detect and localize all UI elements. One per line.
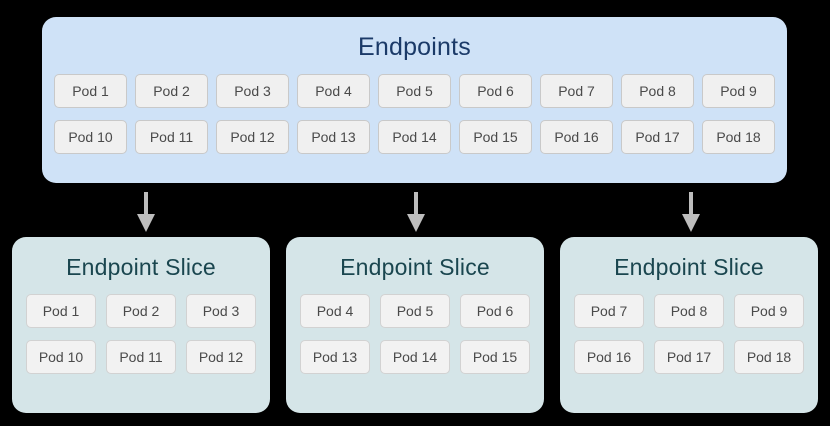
endpoint-slice-pod: Pod 8: [654, 294, 724, 328]
endpoint-slice-title: Endpoint Slice: [614, 254, 764, 280]
endpoint-slice-pod-row: Pod 10 Pod 11 Pod 12: [26, 340, 256, 374]
endpoint-slice-1: Endpoint Slice Pod 1 Pod 2 Pod 3 Pod 10 …: [12, 237, 270, 413]
endpoints-pod-row: Pod 10 Pod 11 Pod 12 Pod 13 Pod 14 Pod 1…: [54, 120, 775, 154]
endpoints-pod: Pod 15: [459, 120, 532, 154]
endpoints-pod-grid: Pod 1 Pod 2 Pod 3 Pod 4 Pod 5 Pod 6 Pod …: [42, 74, 787, 154]
arrow-head: [682, 214, 700, 232]
endpoints-pod: Pod 18: [702, 120, 775, 154]
endpoints-pod: Pod 3: [216, 74, 289, 108]
endpoints-pod: Pod 6: [459, 74, 532, 108]
endpoints-pod: Pod 16: [540, 120, 613, 154]
endpoint-slice-pod-grid: Pod 1 Pod 2 Pod 3 Pod 10 Pod 11 Pod 12: [12, 294, 270, 374]
endpoints-pod: Pod 17: [621, 120, 694, 154]
endpoint-slice-pod: Pod 14: [380, 340, 450, 374]
endpoints-title: Endpoints: [358, 33, 471, 61]
down-arrow-icon: [681, 192, 701, 232]
endpoint-slice-pod-grid: Pod 7 Pod 8 Pod 9 Pod 16 Pod 17 Pod 18: [560, 294, 818, 374]
endpoint-slice-pod: Pod 15: [460, 340, 530, 374]
endpoint-slice-title: Endpoint Slice: [66, 254, 216, 280]
endpoint-slice-pod: Pod 5: [380, 294, 450, 328]
endpoints-pod: Pod 10: [54, 120, 127, 154]
endpoints-pod: Pod 7: [540, 74, 613, 108]
endpoint-slice-pod: Pod 6: [460, 294, 530, 328]
endpoint-slice-pod: Pod 18: [734, 340, 804, 374]
arrow-head: [407, 214, 425, 232]
endpoint-slice-pod: Pod 17: [654, 340, 724, 374]
endpoint-slice-title: Endpoint Slice: [340, 254, 490, 280]
down-arrow-icon: [136, 192, 156, 232]
endpoint-slice-pod: Pod 4: [300, 294, 370, 328]
endpoint-slice-pod: Pod 16: [574, 340, 644, 374]
endpoint-slice-pod: Pod 2: [106, 294, 176, 328]
arrow-head: [137, 214, 155, 232]
endpoint-slice-pod: Pod 13: [300, 340, 370, 374]
endpoints-pod-row: Pod 1 Pod 2 Pod 3 Pod 4 Pod 5 Pod 6 Pod …: [54, 74, 775, 108]
endpoint-slice-pod-row: Pod 4 Pod 5 Pod 6: [300, 294, 530, 328]
endpoint-slice-pod-row: Pod 13 Pod 14 Pod 15: [300, 340, 530, 374]
endpoint-slice-pod: Pod 9: [734, 294, 804, 328]
endpoints-pod: Pod 13: [297, 120, 370, 154]
endpoint-slice-pod: Pod 3: [186, 294, 256, 328]
endpoints-pod: Pod 4: [297, 74, 370, 108]
arrow-shaft: [414, 192, 418, 216]
arrow-shaft: [689, 192, 693, 216]
arrow-shaft: [144, 192, 148, 216]
endpoints-pod: Pod 11: [135, 120, 208, 154]
endpoints-pod: Pod 5: [378, 74, 451, 108]
endpoint-slice-pod: Pod 12: [186, 340, 256, 374]
endpoint-slice-pod: Pod 1: [26, 294, 96, 328]
endpoint-slice-pod: Pod 7: [574, 294, 644, 328]
endpoint-slice-3: Endpoint Slice Pod 7 Pod 8 Pod 9 Pod 16 …: [560, 237, 818, 413]
endpoint-slice-pod-row: Pod 7 Pod 8 Pod 9: [574, 294, 804, 328]
endpoint-slice-pod-row: Pod 1 Pod 2 Pod 3: [26, 294, 256, 328]
endpoints-pod: Pod 8: [621, 74, 694, 108]
endpoint-slice-pod-row: Pod 16 Pod 17 Pod 18: [574, 340, 804, 374]
endpoints-pod: Pod 14: [378, 120, 451, 154]
endpoint-slice-pod: Pod 10: [26, 340, 96, 374]
endpoint-slice-pod: Pod 11: [106, 340, 176, 374]
endpoints-pod: Pod 9: [702, 74, 775, 108]
endpoint-slice-pod-grid: Pod 4 Pod 5 Pod 6 Pod 13 Pod 14 Pod 15: [286, 294, 544, 374]
endpoints-container: Endpoints Pod 1 Pod 2 Pod 3 Pod 4 Pod 5 …: [42, 17, 787, 183]
down-arrow-icon: [406, 192, 426, 232]
endpoints-pod: Pod 2: [135, 74, 208, 108]
endpoints-pod: Pod 12: [216, 120, 289, 154]
endpoint-slices-row: Endpoint Slice Pod 1 Pod 2 Pod 3 Pod 10 …: [12, 237, 818, 413]
endpoints-pod: Pod 1: [54, 74, 127, 108]
endpoint-slice-2: Endpoint Slice Pod 4 Pod 5 Pod 6 Pod 13 …: [286, 237, 544, 413]
